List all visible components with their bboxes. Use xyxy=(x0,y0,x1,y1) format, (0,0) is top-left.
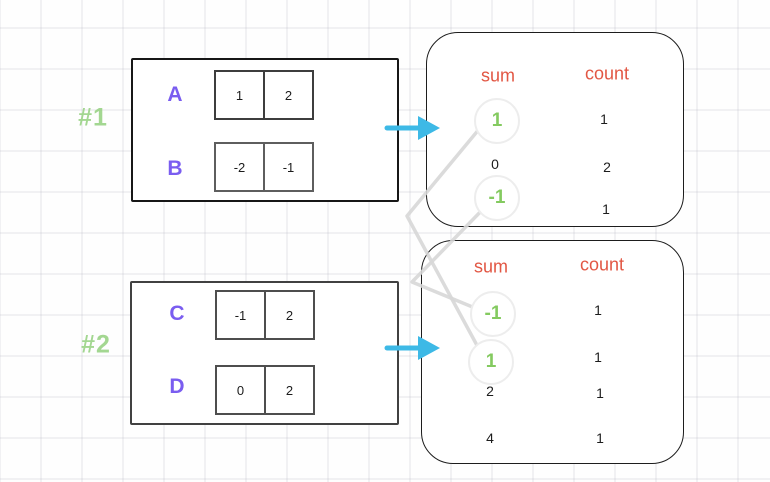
array-a-cell-1: 2 xyxy=(263,70,314,120)
table-2-sum-value-highlighted: 1 xyxy=(468,339,514,385)
table-2-sum-value: 2 xyxy=(486,383,494,399)
table-1-sum-header: sum xyxy=(480,65,516,86)
table-1-sum-value: 0 xyxy=(491,156,499,172)
table-1-count-value: 1 xyxy=(602,201,610,217)
array-d-cells: 0 2 xyxy=(215,365,315,415)
table-1-sum-value-highlighted: -1 xyxy=(474,175,520,221)
group-2-label: #2 xyxy=(81,330,111,359)
array-b-cells: -2 -1 xyxy=(214,142,314,192)
array-d-cell-1: 2 xyxy=(264,365,315,415)
table-2-sum-value: 4 xyxy=(486,430,494,446)
group-1-label: #1 xyxy=(78,103,108,132)
table-2-count-header: count xyxy=(579,254,625,275)
table-2-count-value: 1 xyxy=(596,385,604,401)
sum-count-table-2: sum count -1 1 1 1 2 1 4 1 xyxy=(421,240,684,464)
array-b-cell-1: -1 xyxy=(263,142,314,192)
sum-count-table-1: sum count 1 1 0 2 -1 1 xyxy=(426,32,684,227)
array-a-cells: 1 2 xyxy=(214,70,314,120)
array-c-cells: -1 2 xyxy=(215,290,315,340)
array-c-label: C xyxy=(169,302,185,325)
table-2-count-value: 1 xyxy=(594,349,602,365)
table-1-count-value: 1 xyxy=(600,111,608,127)
table-1-count-header: count xyxy=(584,63,630,84)
array-b-cell-0: -2 xyxy=(214,142,265,192)
table-2-sum-header: sum xyxy=(473,256,509,277)
array-a-cell-0: 1 xyxy=(214,70,265,120)
table-2-sum-value-highlighted: -1 xyxy=(470,291,516,337)
group-1-box: A 1 2 B -2 -1 xyxy=(131,58,399,202)
array-c-cell-0: -1 xyxy=(215,290,266,340)
array-d-label: D xyxy=(169,375,185,398)
array-c-cell-1: 2 xyxy=(264,290,315,340)
array-b-label: B xyxy=(167,157,183,180)
array-d-cell-0: 0 xyxy=(215,365,266,415)
group-2-box: C -1 2 D 0 2 xyxy=(130,281,399,425)
table-1-sum-value-highlighted: 1 xyxy=(474,98,520,144)
table-2-count-value: 1 xyxy=(594,302,602,318)
table-1-count-value: 2 xyxy=(603,159,611,175)
table-2-count-value: 1 xyxy=(596,430,604,446)
array-a-label: A xyxy=(167,83,183,106)
